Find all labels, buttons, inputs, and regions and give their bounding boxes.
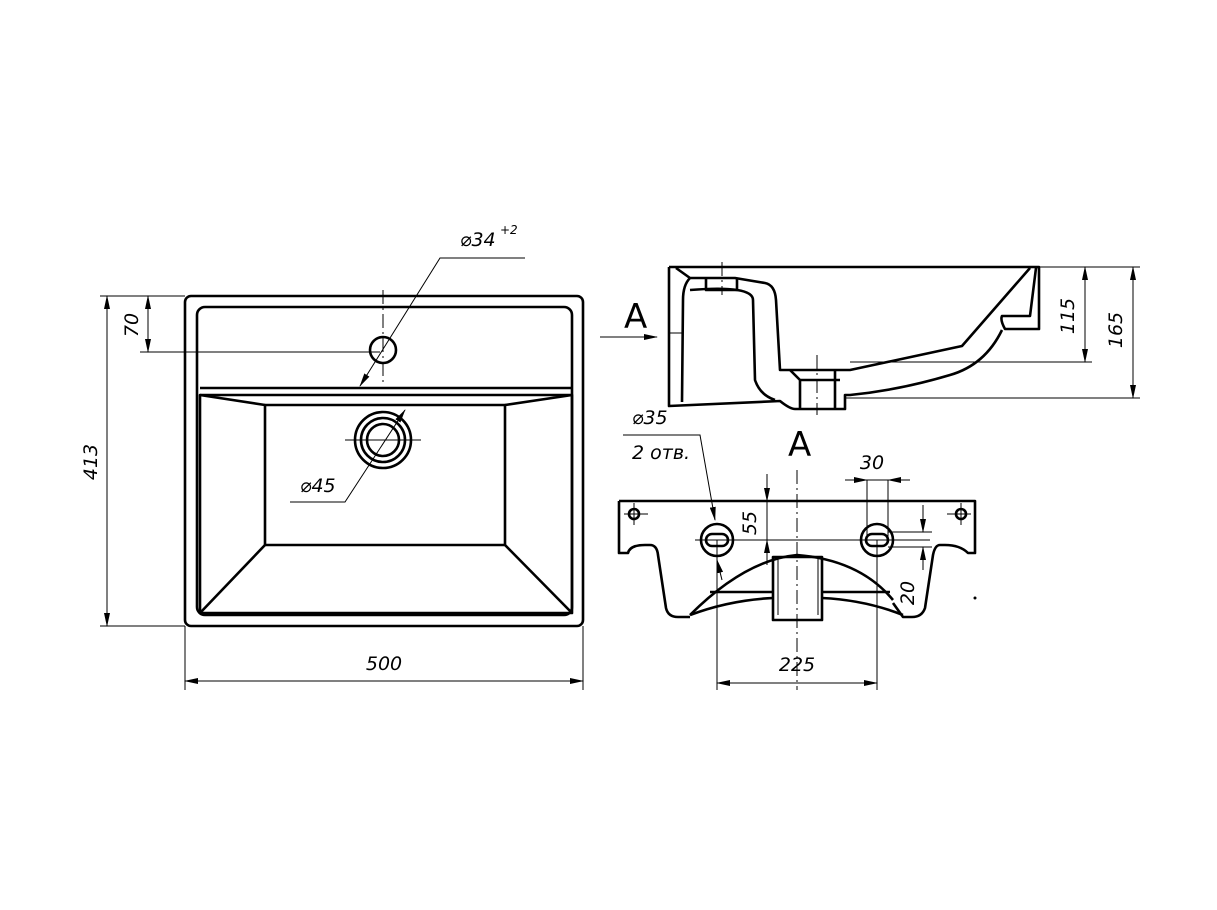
width-label: 500 — [366, 653, 402, 675]
mount-holes-label: ⌀35 — [632, 407, 668, 429]
depth-label: 413 — [80, 444, 102, 480]
side-view: A 115 165 — [600, 262, 1140, 415]
faucet-tolerance-label: +2 — [500, 223, 518, 237]
top-view: ⌀34 +2 ⌀45 70 413 500 — [80, 223, 585, 690]
bowl-depth-label: 115 — [1057, 298, 1079, 334]
faucet-offset-label: 70 — [121, 313, 143, 337]
faucet-hole-label: ⌀34 — [460, 229, 496, 251]
drain-hole-label: ⌀45 — [300, 475, 336, 497]
view-a-title: A — [788, 425, 811, 465]
view-a: A ⌀35 2 отв. 225 — [617, 407, 977, 690]
mount-holes-count-label: 2 отв. — [632, 442, 690, 464]
slot-height-label: 20 — [897, 581, 919, 605]
hole-spacing-label: 225 — [779, 654, 815, 676]
view-marker-a: A — [624, 297, 647, 337]
hole-slot-label: 30 — [860, 452, 884, 474]
hole-offset-label: 55 — [739, 511, 761, 535]
total-height-label: 165 — [1105, 312, 1127, 348]
